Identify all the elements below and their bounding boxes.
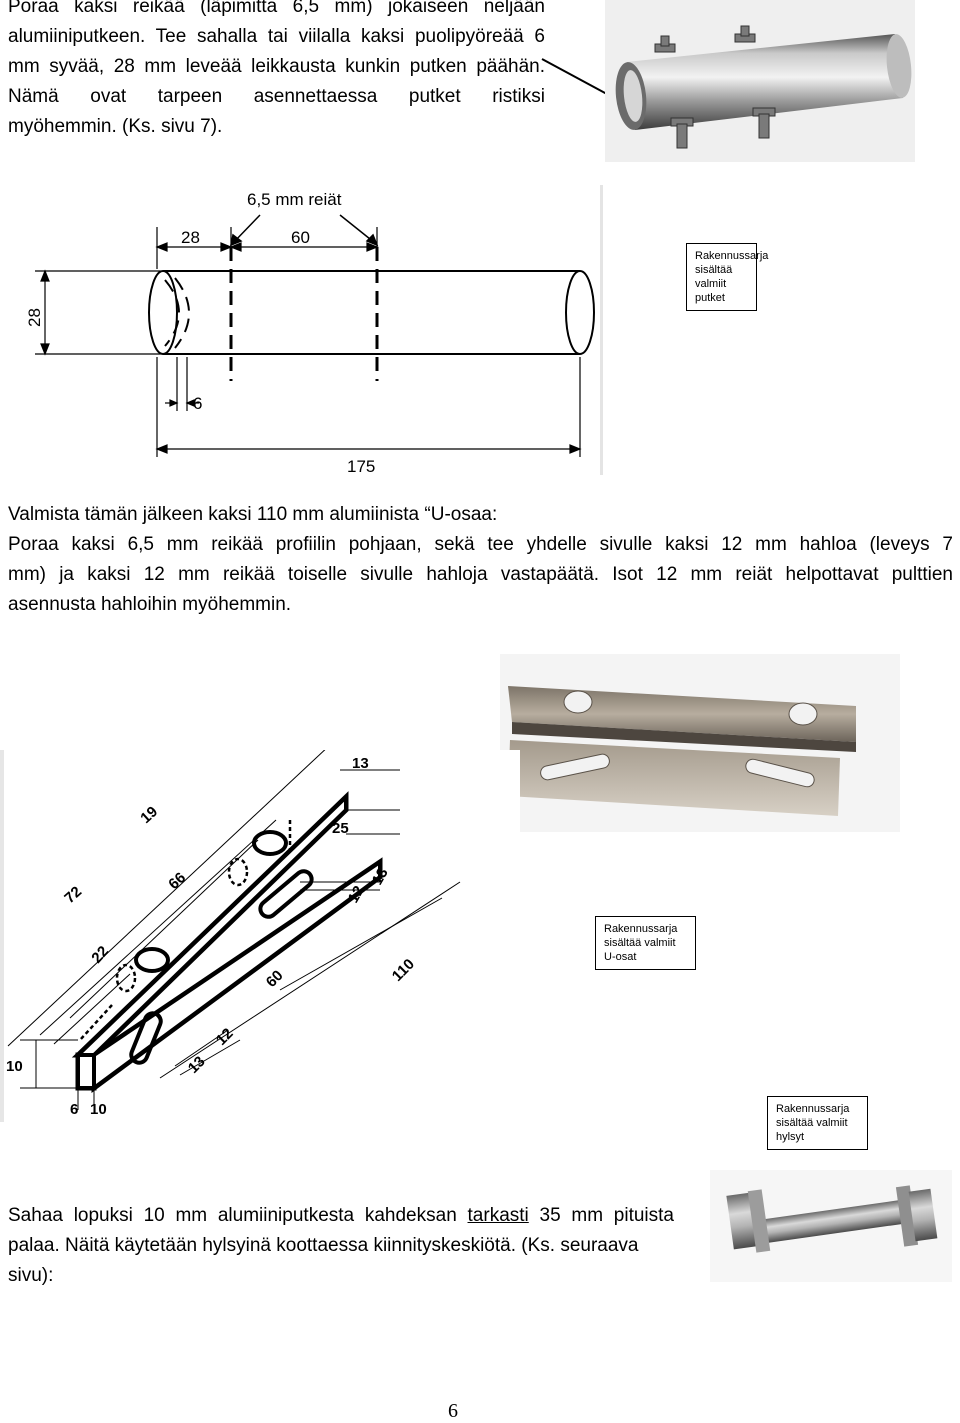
intro-line: mm syvää, 28 mm leveää leikkausta kunkin… <box>8 56 545 77</box>
intro-line: myöhemmin. (Ks. sivu 7). <box>8 116 223 137</box>
note-line: Rakennussarja <box>604 923 678 935</box>
dim-label: 10 <box>90 1101 107 1118</box>
final-paragraph: Sahaa lopuksi 10 mm alumiiniputkesta kah… <box>8 1201 674 1291</box>
dim-label: 12 <box>345 883 368 906</box>
note-line: sisältää valmiit <box>695 264 733 290</box>
underlined-word: tarkasti <box>467 1205 529 1226</box>
tube-photo <box>605 0 915 162</box>
note-line: hylsyt <box>776 1131 805 1143</box>
sleeve-photo <box>710 1170 952 1282</box>
dim-60: 60 <box>291 228 310 247</box>
dim-label: 6 <box>70 1101 78 1118</box>
dim-28-top: 28 <box>181 228 200 247</box>
u-line: mm) ja kaksi 12 mm reikää toiselle sivul… <box>8 564 953 585</box>
dim-28-side: 28 <box>25 308 44 327</box>
note-line: sisältää valmiit <box>604 937 676 949</box>
final-line: palaa. Näitä käytetään hylsyinä koottaes… <box>8 1235 639 1256</box>
intro-line: Poraa kaksi reikää (läpimitta 6,5 mm) jo… <box>8 0 545 17</box>
note-sleeves: Rakennussarja sisältää valmiit hylsyt <box>767 1096 868 1150</box>
note-line: Rakennussarja <box>695 250 769 262</box>
intro-paragraph: Poraa kaksi reikää (läpimitta 6,5 mm) jo… <box>8 0 545 142</box>
page-number: 6 <box>448 1400 458 1422</box>
u-body: Poraa kaksi 6,5 mm reikää profiilin pohj… <box>8 530 953 620</box>
intro-line: Nämä ovat tarpeen asennettaessa putket r… <box>8 86 545 107</box>
dim-label: 13 <box>352 755 369 772</box>
u-line: asennusta hahloihin myöhemmin. <box>8 594 292 615</box>
intro-line: alumiiniputkeen. Tee sahalla tai viilall… <box>8 26 545 47</box>
u-heading: Valmista tämän jälkeen kaksi 110 mm alum… <box>8 504 498 525</box>
u-section: Valmista tämän jälkeen kaksi 110 mm alum… <box>8 500 953 620</box>
holes-label: 6,5 mm reiät <box>247 190 342 209</box>
final-line: Sahaa lopuksi 10 mm alumiiniputkesta kah… <box>8 1201 674 1231</box>
tube-drawing: 6,5 mm reiät 28 60 28 6 175 <box>15 185 605 475</box>
dim-label: 13 <box>369 865 392 888</box>
final-text: Sahaa lopuksi 10 mm alumiiniputkesta kah… <box>8 1205 468 1226</box>
dim-175: 175 <box>347 457 375 475</box>
final-text: 35 mm pituista <box>528 1205 675 1226</box>
note-line: Rakennussarja <box>776 1103 850 1115</box>
final-line: sivu): <box>8 1265 54 1286</box>
dim-label: 25 <box>332 820 349 837</box>
u-part-drawing: 13 19 25 72 66 12 13 22 60 110 12 13 10 … <box>0 750 520 1122</box>
note-u-parts: Rakennussarja sisältää valmiit U-osat <box>595 916 696 970</box>
u-line: Poraa kaksi 6,5 mm reikää profiilin pohj… <box>8 534 953 555</box>
note-line: sisältää valmiit <box>776 1117 848 1129</box>
dim-label: 10 <box>6 1058 23 1075</box>
note-line: U-osat <box>604 951 637 963</box>
note-line: putket <box>695 292 725 304</box>
note-tubes: Rakennussarja sisältää valmiit putket <box>686 243 769 311</box>
u-part-photo <box>500 654 900 832</box>
dim-6: 6 <box>193 394 202 413</box>
